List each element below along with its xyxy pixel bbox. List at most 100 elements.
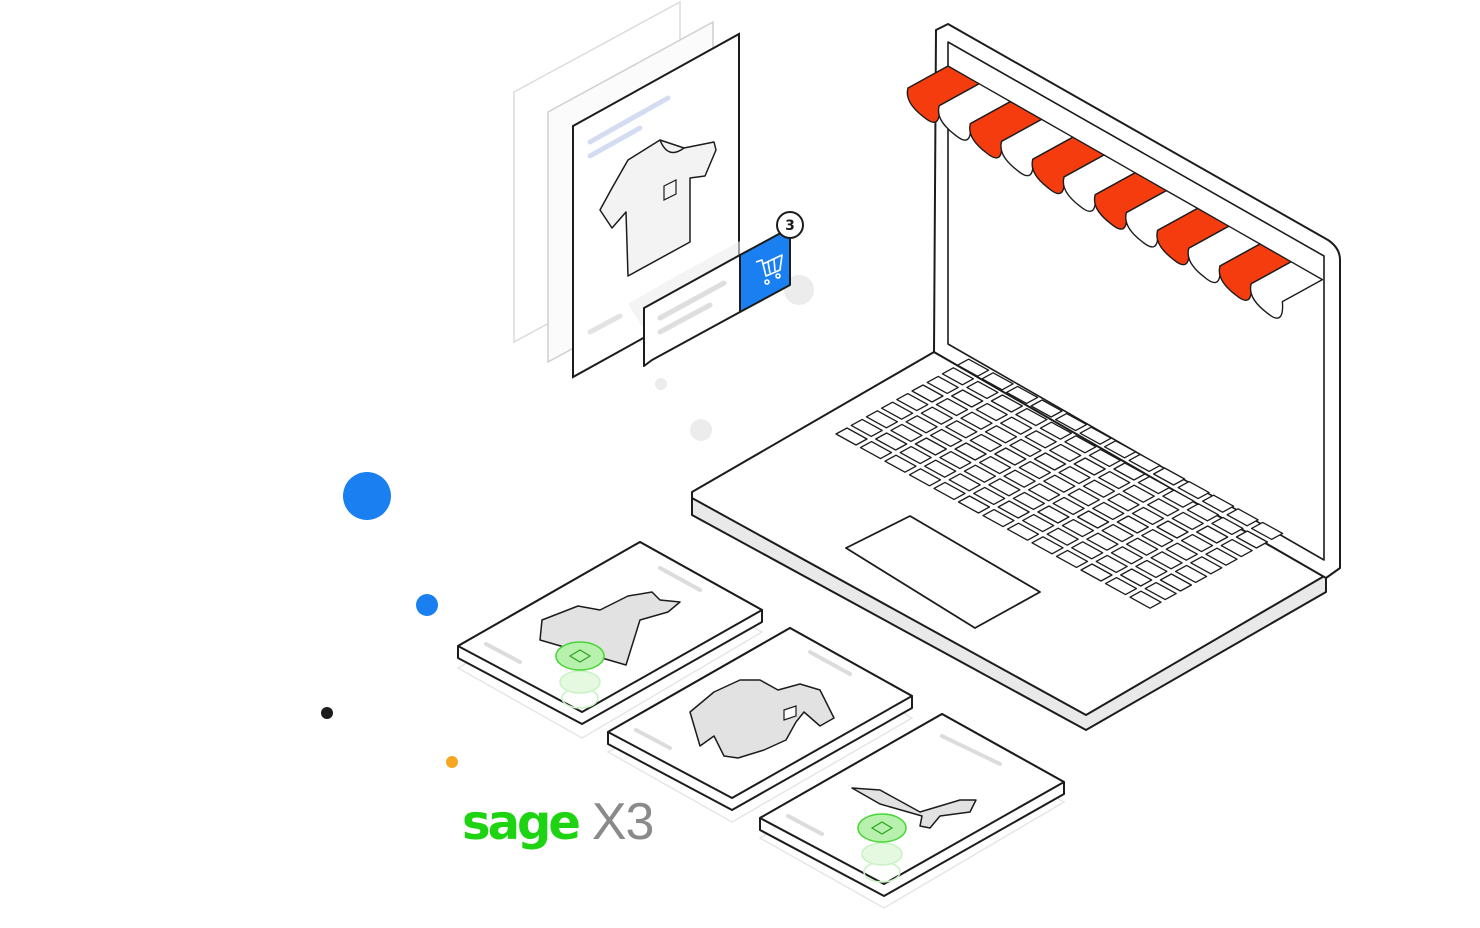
logo-product: X3 [591,793,655,851]
keyboard-key [1201,494,1235,513]
grey-dot [690,419,712,441]
keyboard-key [1250,521,1284,541]
keyboard-key [1092,501,1125,521]
keyboard-key [1039,421,1073,440]
keyboard-key [1022,513,1055,533]
keyboard-key [975,402,1008,422]
keyboard-key [951,389,984,408]
keyboard-key [960,411,993,430]
keyboard-key [890,423,923,443]
keyboard-key [1122,484,1155,503]
keyboard-key [1043,474,1076,493]
keyboard-key [1015,407,1048,427]
keyboard-key [908,468,942,487]
keyboard-key [1064,435,1097,454]
text-line [587,95,671,145]
text-line [587,313,623,335]
keyboard-key [990,394,1024,413]
keyboard-key [1144,581,1177,601]
keyboard-key [1005,385,1039,405]
keyboard-key [1190,556,1223,575]
keyboard-key [1095,554,1128,574]
keyboard-key [1196,525,1229,544]
keyboard-key [859,440,893,460]
keyboard-key [1103,440,1137,459]
keyboard-key [982,508,1015,528]
black-dot [321,707,333,719]
keyboard-key [1067,488,1100,507]
keyboard-key [1129,590,1162,609]
keyboard-key [1131,506,1165,526]
keyboard-key [1150,551,1183,570]
keyboard-key [997,500,1030,519]
keyboard-key [835,427,868,446]
keyboard-key [1030,399,1063,418]
keyboard-key [1071,541,1104,560]
keyboard-key [1027,483,1061,502]
shopping-cart-icon [755,254,783,285]
keyboard-key [948,473,981,492]
blue-dot-large [343,472,391,520]
keyboard-key [1012,491,1046,511]
keyboard-key [981,372,1014,391]
keyboard-key [884,454,917,473]
tag-icon [555,641,605,709]
keyboard-key [966,380,999,400]
keyboard-key [945,420,978,439]
keyboard-key [1101,523,1134,543]
keyboard-key [984,425,1018,444]
keyboard-key [1003,469,1036,488]
keyboard-key [1226,508,1259,527]
keyboard-key [1235,530,1269,549]
keyboard-key [911,384,944,403]
keyboard-key [899,445,932,465]
keyboard-key [1037,505,1070,524]
keyboard-key [1162,489,1195,508]
keyboard-key [963,464,997,483]
keyboard-key [926,375,959,395]
grey-dot [655,378,667,390]
keyboard-key [914,437,948,456]
keyboard-key [939,450,972,470]
keyboard-key [1080,563,1113,582]
keyboard-key [1174,564,1208,584]
laptop [691,23,1341,731]
keyboard-key [1049,443,1082,463]
cart-count: 3 [785,218,795,234]
keyboard-key [1024,430,1057,449]
keyboard-key [1135,559,1168,579]
orange-dot [446,756,458,768]
keyboard-key [1088,448,1122,468]
keyboard-key [1098,470,1131,490]
keyboard-key [1061,518,1095,538]
keyboard-key [978,455,1012,475]
blue-dot-small [416,594,438,616]
product-card-dress [456,541,764,739]
keyboard-key [941,367,975,386]
keyboard-key [1006,522,1040,541]
keyboard-key [850,418,883,438]
keyboard-key [994,447,1027,466]
add-to-cart-bubble: 3 [628,211,804,367]
keyboard-key [920,406,953,425]
keyboard-key [1205,547,1238,566]
keyboard-key [865,410,899,429]
keyboard-key [1107,493,1140,512]
keyboard-key [1082,479,1116,498]
keyboard-key [988,478,1021,497]
logo-brand: sage [462,795,581,851]
text-line [657,280,727,321]
keyboard-key [1000,416,1033,435]
keyboard-key [1177,480,1210,500]
cart-count-badge: 3 [776,211,804,239]
keyboard-key [1052,496,1085,516]
keyboard-key [1018,460,1051,480]
keyboard-key [973,486,1006,506]
keyboard-key [957,495,991,514]
keyboard-key [1186,503,1220,522]
keyboard-key [1031,536,1064,555]
decorative-dots [321,275,814,768]
keyboard-key [954,442,987,461]
keyboard-key [969,433,1002,453]
